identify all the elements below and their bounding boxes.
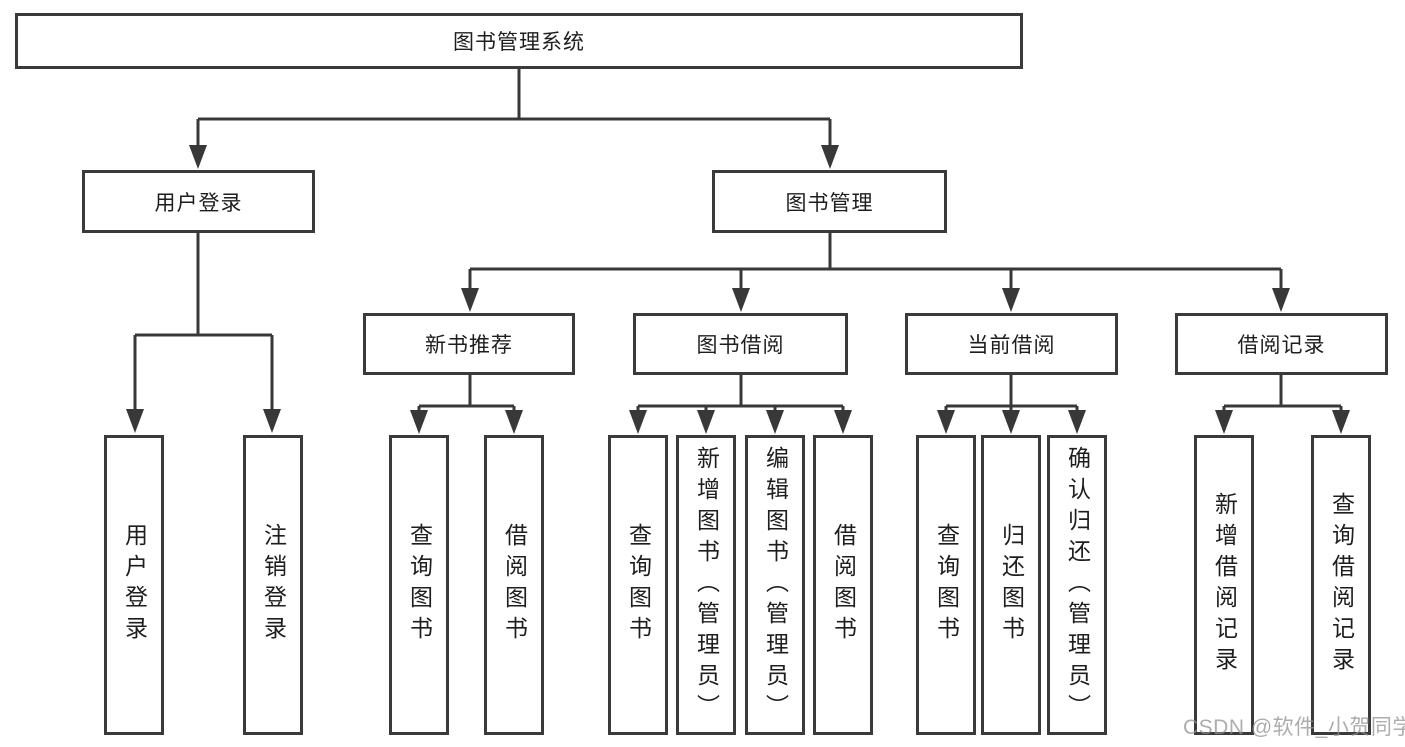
node-add-borrow-record: 新增借阅记录 — [1194, 435, 1254, 735]
node-root-label: 图书管理系统 — [453, 31, 585, 54]
node-book-management: 图书管理 — [712, 170, 947, 233]
node-current-query-books: 查询图书 — [916, 435, 976, 735]
node-new-book-recommend: 新书推荐 — [363, 313, 575, 375]
node-book-borrow-label: 图书借阅 — [696, 334, 785, 357]
node-user-login-label: 用户登录 — [154, 191, 243, 215]
node-user-login-leaf: 用户登录 — [104, 435, 164, 735]
node-confirm-return-admin-label: 确认归还（管理员） — [1064, 445, 1091, 725]
node-borrow-records-label: 借阅记录 — [1237, 334, 1326, 357]
node-confirm-return-admin: 确认归还（管理员） — [1047, 435, 1107, 735]
node-newrec-query-books: 查询图书 — [389, 435, 449, 735]
node-new-book-recommend-label: 新书推荐 — [425, 334, 513, 357]
node-return-books-label: 归还图书 — [998, 523, 1025, 647]
node-add-books-admin-label: 新增图书（管理员） — [693, 445, 720, 725]
node-edit-books-admin: 编辑图书（管理员） — [745, 435, 805, 735]
node-query-borrow-record-label: 查询借阅记录 — [1328, 492, 1355, 678]
node-current-borrow-label: 当前借阅 — [967, 334, 1056, 357]
node-borrow-query-books: 查询图书 — [608, 435, 668, 735]
node-add-books-admin: 新增图书（管理员） — [676, 435, 736, 735]
node-add-borrow-record-label: 新增借阅记录 — [1211, 492, 1238, 678]
node-query-borrow-record: 查询借阅记录 — [1311, 435, 1371, 735]
node-book-borrow: 图书借阅 — [633, 313, 848, 375]
node-current-query-books-label: 查询图书 — [933, 523, 960, 647]
node-logout: 注销登录 — [243, 435, 303, 735]
node-newrec-borrow-books: 借阅图书 — [484, 435, 544, 735]
node-borrow-query-books-label: 查询图书 — [625, 523, 652, 647]
node-book-management-label: 图书管理 — [785, 191, 874, 215]
node-borrow-books-label: 借阅图书 — [830, 523, 857, 647]
node-borrow-records: 借阅记录 — [1175, 313, 1388, 375]
node-user-login: 用户登录 — [82, 170, 315, 233]
node-newrec-query-books-label: 查询图书 — [406, 523, 433, 647]
node-edit-books-admin-label: 编辑图书（管理员） — [762, 445, 789, 725]
csdn-watermark: CSDN @软件_小贺同学 — [1183, 716, 1405, 739]
node-return-books: 归还图书 — [981, 435, 1041, 735]
node-root: 图书管理系统 — [15, 13, 1023, 69]
node-newrec-borrow-books-label: 借阅图书 — [501, 523, 528, 647]
node-logout-label: 注销登录 — [260, 523, 287, 647]
node-user-login-leaf-label: 用户登录 — [121, 523, 148, 647]
node-borrow-books: 借阅图书 — [813, 435, 873, 735]
node-current-borrow: 当前借阅 — [905, 313, 1118, 375]
